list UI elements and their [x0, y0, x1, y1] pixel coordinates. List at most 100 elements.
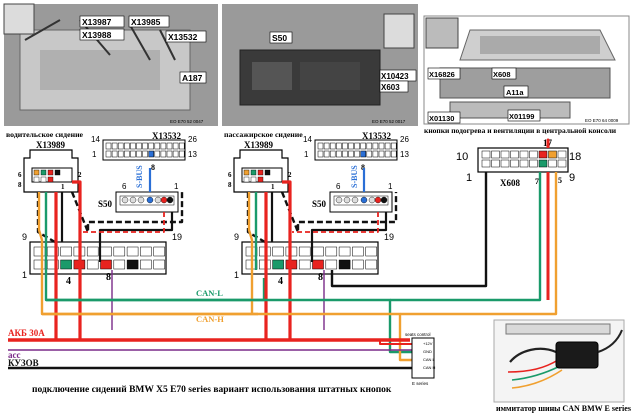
- svg-text:13: 13: [400, 150, 409, 159]
- svg-text:9: 9: [569, 172, 575, 184]
- pin-cell: [519, 150, 529, 159]
- connector-x608: 10 17 18 1 9 X608 7 5: [456, 138, 581, 188]
- svg-text:X608: X608: [500, 178, 520, 188]
- label-a11a: A11a: [506, 88, 524, 97]
- pin-cell: [126, 246, 139, 257]
- pin-cell: [140, 246, 152, 257]
- svg-text:1: 1: [61, 183, 65, 191]
- label-x603: X603: [381, 83, 400, 92]
- label-x01130: X01130: [429, 114, 454, 123]
- pin-cell: [360, 142, 366, 150]
- pin-cell: [166, 150, 173, 158]
- pin-cell: [491, 150, 500, 159]
- svg-text:19: 19: [172, 232, 182, 242]
- pin-cell: [354, 150, 360, 158]
- label-s50: S50: [272, 33, 287, 43]
- svg-text:9: 9: [234, 232, 239, 242]
- svg-text:S50: S50: [98, 199, 113, 209]
- pin-cell: [366, 142, 373, 150]
- pin-cell: [557, 159, 567, 168]
- pin-cell: [342, 142, 348, 150]
- svg-text:CAN L: CAN L: [423, 357, 436, 362]
- pin-cell: [154, 150, 161, 158]
- pin-cell: [298, 246, 311, 257]
- connector-x13532-driver: X13532 14 26 1 13 8: [91, 131, 197, 172]
- svg-text:26: 26: [188, 135, 197, 144]
- pin-cell: [47, 259, 59, 270]
- svg-text:7: 7: [535, 177, 539, 186]
- photo-code-driver: EO E70 52 0047: [170, 119, 204, 124]
- pin-cell: [500, 150, 510, 159]
- pin-cell: [136, 142, 142, 150]
- photo-passenger-seat: S50 X10423 X603 EO E70 52 0017: [222, 4, 418, 126]
- pin-cell: [317, 150, 324, 158]
- pin-cell: [105, 142, 112, 150]
- svg-text:X13532: X13532: [362, 131, 391, 141]
- pin-cell: [272, 259, 284, 270]
- svg-text:2: 2: [78, 171, 82, 179]
- pin-cell: [378, 142, 385, 150]
- connector-x13989-driver: X13989 6 8 2 1: [18, 140, 82, 193]
- label-a187: A187: [182, 73, 203, 83]
- label-body: КУЗОВ: [8, 358, 39, 368]
- sbus-label-passenger: S-BUS: [350, 165, 359, 188]
- svg-text:E series: E series: [412, 381, 429, 386]
- label-x13532: X13532: [168, 32, 198, 42]
- pin-cell: [100, 259, 112, 270]
- pin-cell: [365, 259, 377, 270]
- label-x608: X608: [493, 70, 511, 79]
- pin-cell: [390, 142, 397, 150]
- pin-cell: [60, 259, 72, 270]
- pin-cell: [153, 259, 165, 270]
- seat-module-driver: 9 19 1 4 8: [22, 232, 182, 287]
- pin-cell: [529, 159, 538, 168]
- pin-cell: [360, 150, 366, 158]
- caption-passenger: пассажирское сидение: [224, 130, 303, 139]
- pin-cell: [378, 150, 385, 158]
- label-x01199: X01199: [509, 112, 534, 121]
- pin-cell: [178, 150, 185, 158]
- pin-cell: [338, 259, 351, 270]
- svg-text:1: 1: [22, 270, 27, 280]
- label-x16826: X16826: [429, 70, 455, 79]
- pin-cell: [325, 246, 338, 257]
- pin-cell: [86, 259, 99, 270]
- connector-x13989-passenger: X13989 6 8 2 1: [228, 140, 292, 193]
- pin-cell: [325, 259, 338, 270]
- pin-cell: [323, 150, 330, 158]
- pin-cell: [390, 150, 397, 158]
- svg-text:18: 18: [569, 151, 581, 163]
- pin-cell: [111, 142, 118, 150]
- svg-text:CAN H: CAN H: [423, 365, 436, 370]
- pin-cell: [148, 150, 154, 158]
- svg-text:1: 1: [234, 270, 239, 280]
- pin-cell: [298, 259, 311, 270]
- pin-cell: [336, 142, 342, 150]
- label-x13985: X13985: [131, 17, 161, 27]
- pin-cell: [481, 159, 491, 168]
- pin-cell: [312, 246, 324, 257]
- svg-text:5: 5: [558, 176, 562, 185]
- label-acc: acc: [8, 350, 21, 360]
- wires: [8, 138, 558, 370]
- svg-text:2: 2: [288, 171, 292, 179]
- pin-cell: [100, 246, 112, 257]
- svg-text:GND: GND: [423, 349, 432, 354]
- pin-cell: [342, 150, 348, 158]
- svg-text:4: 4: [66, 276, 71, 287]
- pin-cell: [272, 246, 284, 257]
- pin-cell: [338, 246, 351, 257]
- pin-cell: [548, 150, 557, 159]
- label-x13988: X13988: [82, 30, 112, 40]
- svg-text:8: 8: [228, 181, 232, 189]
- pin-cell: [312, 259, 324, 270]
- svg-text:1: 1: [271, 183, 275, 191]
- svg-text:8: 8: [361, 163, 365, 172]
- pin-cell: [142, 150, 148, 158]
- pin-cell: [160, 150, 167, 158]
- pin-cell: [130, 150, 136, 158]
- sbus-label-driver: S-BUS: [135, 165, 144, 188]
- pin-cell: [336, 150, 342, 158]
- svg-text:X13532: X13532: [152, 131, 181, 141]
- pin-cell: [491, 159, 500, 168]
